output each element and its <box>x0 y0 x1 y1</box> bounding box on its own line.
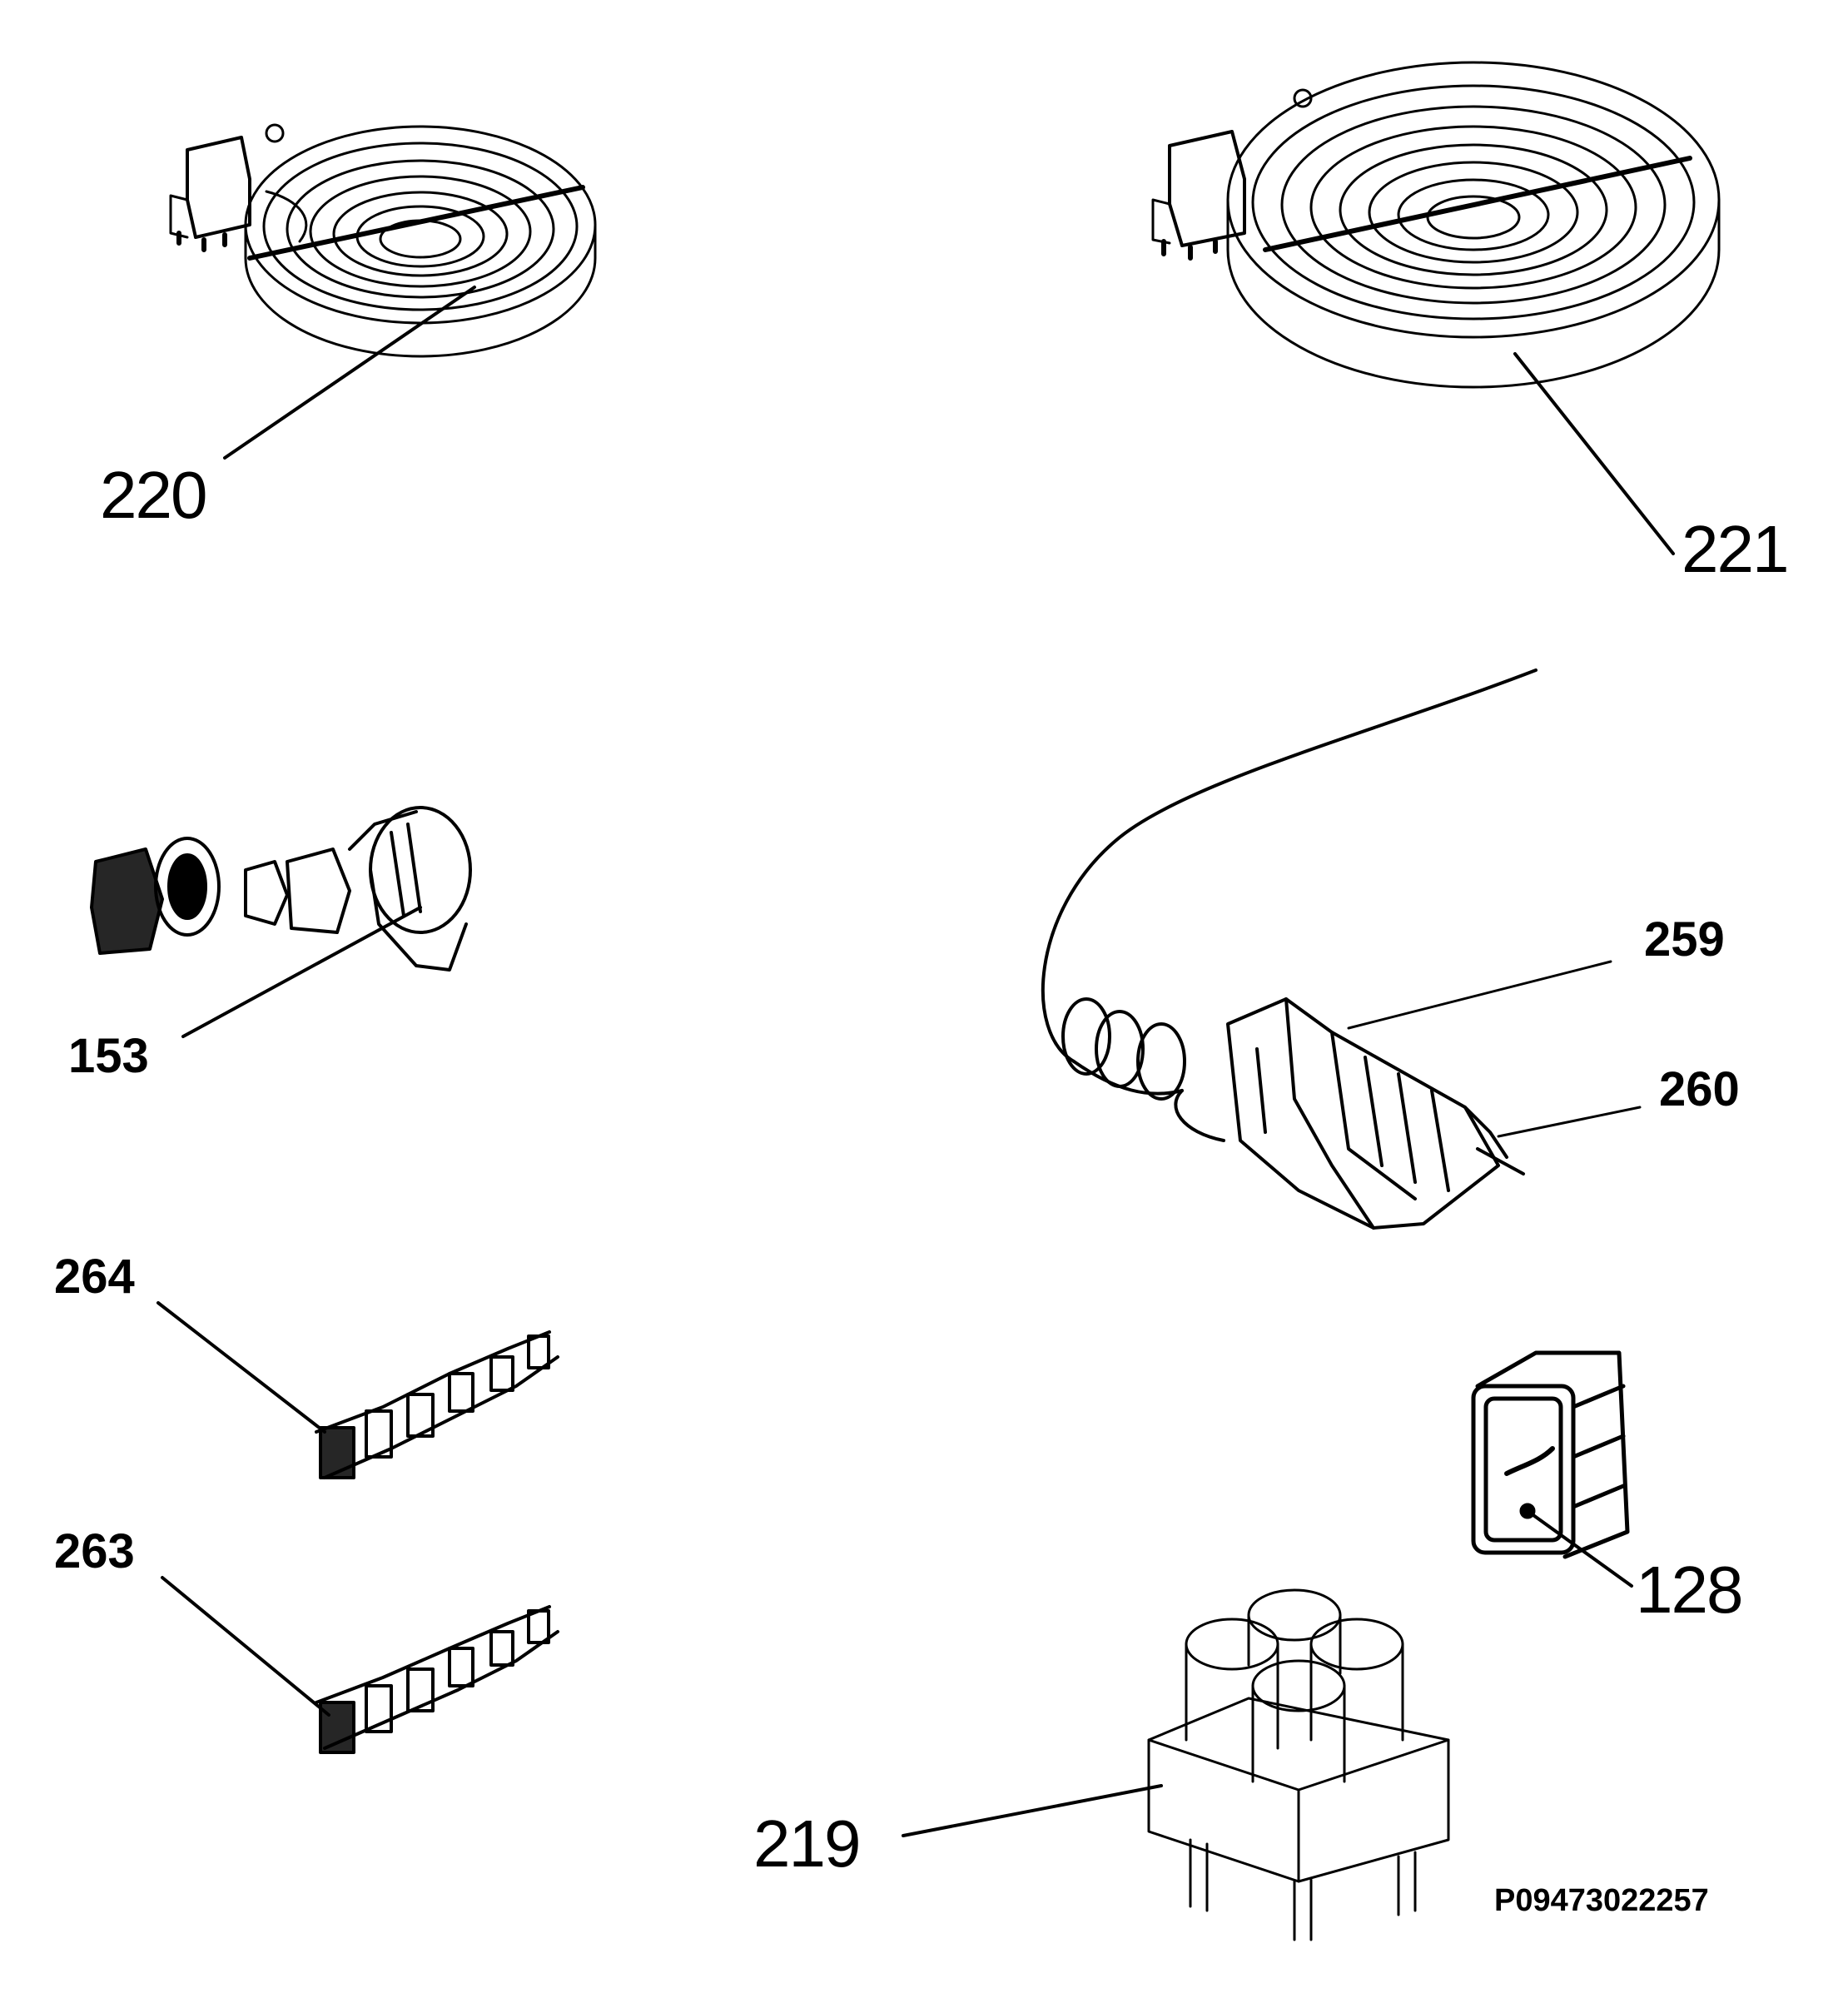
leader-221 <box>1515 354 1673 554</box>
leader-260 <box>1498 1107 1640 1136</box>
hotplate-small <box>171 125 595 356</box>
leader-219 <box>903 1786 1161 1836</box>
callout-259: 259 <box>1644 912 1725 967</box>
leader-259 <box>1349 962 1611 1028</box>
leader-128 <box>1528 1511 1632 1586</box>
callout-220: 220 <box>100 458 207 532</box>
energy-regulator-264 <box>316 1332 558 1478</box>
leader-263 <box>162 1578 329 1715</box>
callout-219: 219 <box>753 1807 861 1881</box>
switch-block <box>1149 1590 1448 1940</box>
leader-220 <box>225 287 474 458</box>
indicator-lamp <box>1473 1353 1627 1557</box>
callout-128: 128 <box>1636 1553 1743 1627</box>
leader-264 <box>158 1303 325 1432</box>
callout-263: 263 <box>54 1524 135 1578</box>
callout-260: 260 <box>1659 1062 1740 1116</box>
hotplate-large <box>1153 62 1719 387</box>
callout-221: 221 <box>1682 512 1789 586</box>
control-knob <box>92 808 470 970</box>
thermostat-with-capillary <box>1043 670 1536 1228</box>
callout-264: 264 <box>54 1250 135 1304</box>
callout-153: 153 <box>68 1029 149 1083</box>
energy-regulator-263 <box>316 1607 558 1752</box>
diagram-reference-code: P09473022257 <box>1494 1883 1709 1918</box>
leader-153 <box>183 907 420 1036</box>
